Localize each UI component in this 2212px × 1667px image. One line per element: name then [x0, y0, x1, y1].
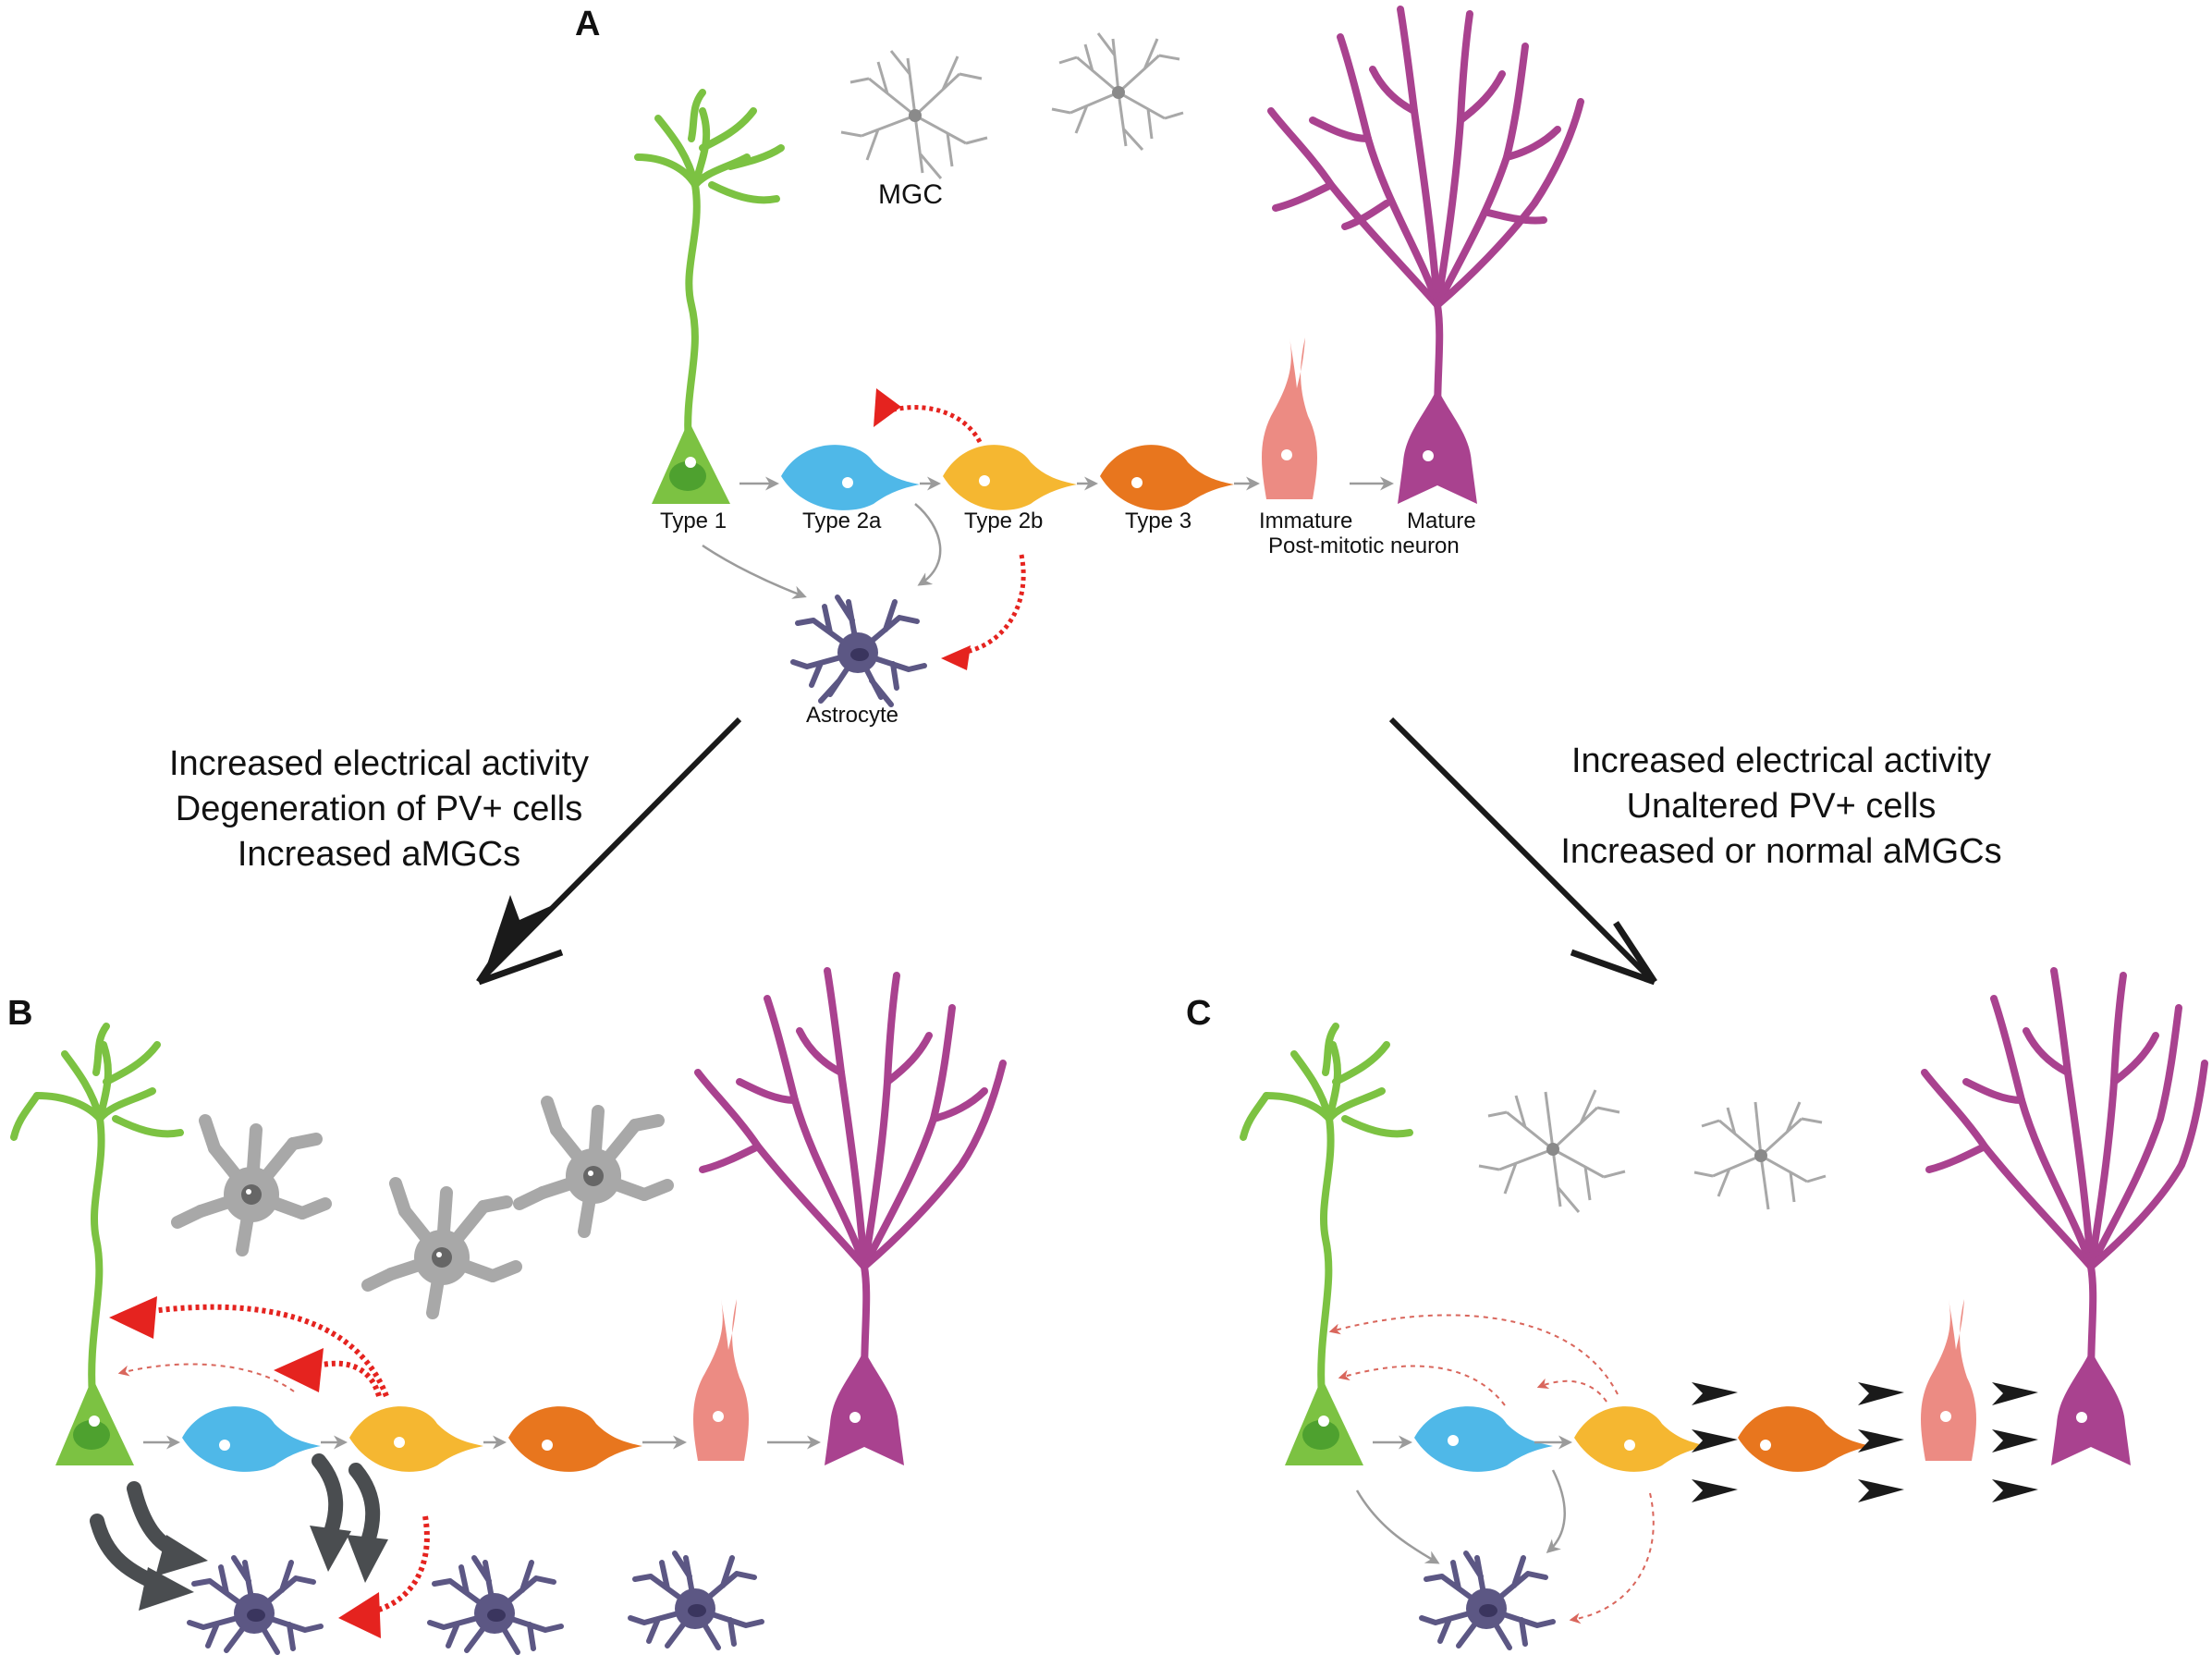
- type3-label: Type 3: [1125, 509, 1192, 533]
- type3-cell: [1100, 445, 1234, 510]
- faint-feedback-arrows: [1328, 1314, 1655, 1624]
- type2b-label: Type 2b: [964, 509, 1043, 533]
- mgc-cell: [1693, 1101, 1827, 1210]
- astrocyte-label: Astrocyte: [806, 703, 898, 728]
- red-feedback-arrow: [965, 554, 1026, 655]
- post-mitotic-label: Post-mitotic neuron: [1268, 533, 1460, 558]
- lineage-arrows: [702, 476, 1394, 599]
- panel-a-letter: A: [575, 5, 600, 43]
- right-condition-3: Increased or normal aMGCs: [1560, 832, 2001, 871]
- mgc-cell: [1478, 1089, 1626, 1213]
- astrocyte: [427, 1555, 564, 1655]
- mgc-cell: [1051, 32, 1184, 152]
- immature-neuron: [1921, 1299, 1976, 1461]
- dark-arrowhead: [139, 1567, 194, 1611]
- black-arrowhead: [1692, 1382, 1738, 1405]
- dark-arrowhead: [347, 1535, 388, 1583]
- red-arrowhead: [109, 1296, 157, 1339]
- mature-neuron: [1267, 6, 1584, 504]
- panel-b: B: [7, 967, 1007, 1655]
- mgc-cell: [840, 50, 988, 179]
- red-feedback-arrow: [313, 1360, 382, 1397]
- right-condition-1: Increased electrical activity: [1571, 742, 1991, 780]
- red-feedback-arrow: [886, 405, 983, 444]
- type2a-label: Type 2a: [802, 509, 882, 533]
- type1-cell: [10, 1023, 184, 1465]
- type3-cell: [508, 1406, 642, 1472]
- red-arrowhead: [874, 388, 901, 427]
- type2b-cell: [943, 445, 1077, 510]
- mgc-label: MGC: [878, 179, 943, 210]
- lineage-arrows: [1355, 1435, 1572, 1564]
- type3-cell: [1738, 1406, 1872, 1472]
- black-arrowheads: [1692, 1382, 2038, 1502]
- faint-feedback-arrow: [117, 1363, 295, 1392]
- type2b-cell: [349, 1406, 483, 1472]
- type1-label: Type 1: [660, 509, 727, 533]
- astrocyte: [628, 1551, 764, 1650]
- black-arrowhead: [1992, 1429, 2038, 1452]
- black-arrowhead: [1692, 1479, 1738, 1502]
- reactive-mgc: [513, 1096, 674, 1238]
- immature-neuron: [693, 1299, 749, 1461]
- mature-neuron: [1921, 967, 2208, 1465]
- mature-neuron: [694, 967, 1007, 1465]
- panel-b-letter: B: [7, 994, 32, 1033]
- right-condition-2: Unaltered PV+ cells: [1627, 787, 1937, 826]
- panel-a: A MGC: [575, 5, 1584, 728]
- left-condition-1: Increased electrical activity: [169, 744, 589, 783]
- mgc-soma: [1112, 86, 1125, 99]
- red-feedback-arrow: [360, 1515, 430, 1616]
- red-arrowhead: [338, 1592, 381, 1638]
- red-feedback-arrow: [138, 1304, 389, 1398]
- reactive-mgc: [361, 1177, 522, 1319]
- dark-arrowhead: [310, 1526, 351, 1572]
- right-transition: Increased electrical activity Unaltered …: [1388, 717, 2002, 986]
- black-arrowhead: [1858, 1479, 1904, 1502]
- left-condition-2: Degeneration of PV+ cells: [176, 790, 582, 828]
- left-condition-3: Increased aMGCs: [238, 835, 520, 874]
- panel-c: C: [1186, 967, 2208, 1650]
- dark-arrowhead: [155, 1535, 208, 1576]
- astrocyte: [1419, 1551, 1556, 1650]
- immature-label: Immature: [1259, 509, 1352, 533]
- black-arrowhead: [1858, 1382, 1904, 1405]
- type2a-cell: [182, 1406, 321, 1472]
- mature-label: Mature: [1407, 509, 1476, 533]
- mgc-soma: [909, 109, 922, 122]
- black-arrowhead: [1692, 1429, 1738, 1452]
- type2a-cell: [781, 445, 920, 510]
- type1-cell: [1240, 1023, 1413, 1465]
- red-arrowhead: [941, 645, 971, 670]
- astrocyte: [187, 1555, 324, 1655]
- astrocyte: [790, 594, 927, 707]
- left-transition: Increased electrical activity Degenerati…: [169, 717, 742, 986]
- type1-cell: [634, 89, 785, 504]
- black-arrowhead: [1858, 1429, 1904, 1452]
- black-arrowhead: [1992, 1479, 2038, 1502]
- reactive-mgc: [171, 1114, 332, 1256]
- panel-c-letter: C: [1186, 994, 1211, 1033]
- type2b-cell: [1574, 1406, 1708, 1472]
- red-arrowhead: [274, 1348, 324, 1392]
- immature-neuron: [1262, 337, 1317, 499]
- type2a-cell: [1414, 1406, 1553, 1472]
- black-arrowhead: [1992, 1382, 2038, 1405]
